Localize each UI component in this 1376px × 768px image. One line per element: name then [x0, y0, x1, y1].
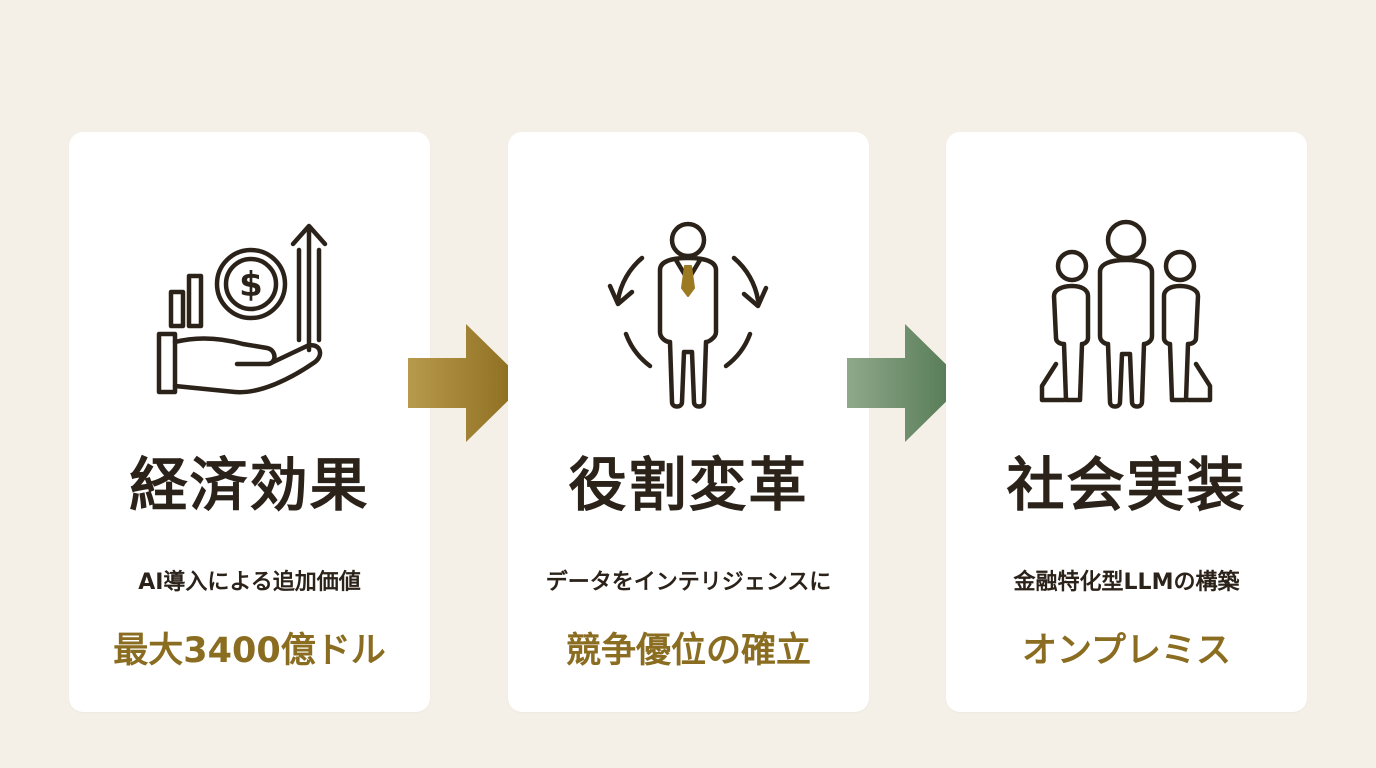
card-title: 役割変革 [568, 451, 809, 519]
card-title: 経済効果 [129, 451, 370, 519]
arrow-right-icon [404, 322, 530, 444]
card-highlight: 競争優位の確立 [565, 631, 811, 671]
card-description: データをインテリジェンスに [545, 570, 832, 595]
arrow-right-icon [843, 322, 969, 444]
card-social-implementation: 社会実装 金融特化型LLMの構築 オンプレミス [946, 132, 1307, 712]
card-economic-effect: $ 経済効果 AI導入による追加価値 最大3400億ドル [69, 132, 430, 712]
people-group-icon [1016, 214, 1236, 414]
card-description: 金融特化型LLMの構築 [1013, 570, 1240, 595]
coin-symbol: $ [239, 265, 263, 305]
card-highlight: 最大3400億ドル [113, 631, 386, 671]
card-title: 社会実装 [1006, 451, 1247, 519]
hand-coin-growth-icon: $ [139, 214, 359, 414]
card-highlight: オンプレミス [1022, 631, 1231, 671]
card-role-transformation: 役割変革 データをインテリジェンスに 競争優位の確立 [508, 132, 869, 712]
businessman-cycle-icon [578, 214, 798, 414]
card-description: AI導入による追加価値 [138, 570, 361, 595]
